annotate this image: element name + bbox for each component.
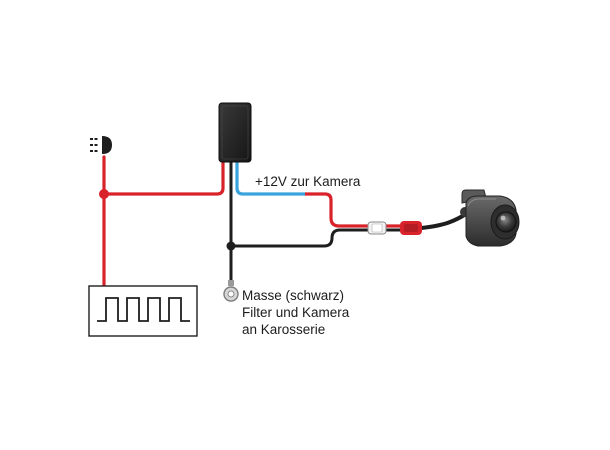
black-wire-to-camera: [229, 228, 370, 248]
camera-cable: [419, 212, 468, 230]
inline-connector: [367, 221, 422, 235]
pulse-waveform: [97, 297, 190, 322]
camera-lens: [495, 211, 517, 233]
filter-box: [218, 102, 252, 163]
ground-ring-terminal: [223, 280, 239, 302]
power-label-text: +12V zur Kamera: [255, 174, 361, 189]
ground-label: Masse (schwarz) Filter und Kamera an Kar…: [242, 287, 349, 338]
pulse-signal-box: [88, 285, 198, 337]
power-label: +12V zur Kamera: [255, 173, 360, 190]
red-wire-to-camera: [303, 192, 370, 228]
junction-dot-red: [99, 189, 109, 199]
junction-dot-black: [226, 241, 236, 251]
ground-label-line-2: Filter und Kamera: [242, 305, 350, 320]
ground-label-line-3: an Karosserie: [242, 322, 326, 337]
headlight-icon: [90, 136, 112, 154]
red-wires: [102, 155, 404, 288]
black-wires: [229, 160, 404, 285]
red-wire-junction-to-filter: [102, 160, 225, 196]
ground-label-line-1: Masse (schwarz): [242, 288, 345, 303]
blue-wire-power: [235, 162, 305, 196]
reverse-camera: [460, 189, 520, 247]
